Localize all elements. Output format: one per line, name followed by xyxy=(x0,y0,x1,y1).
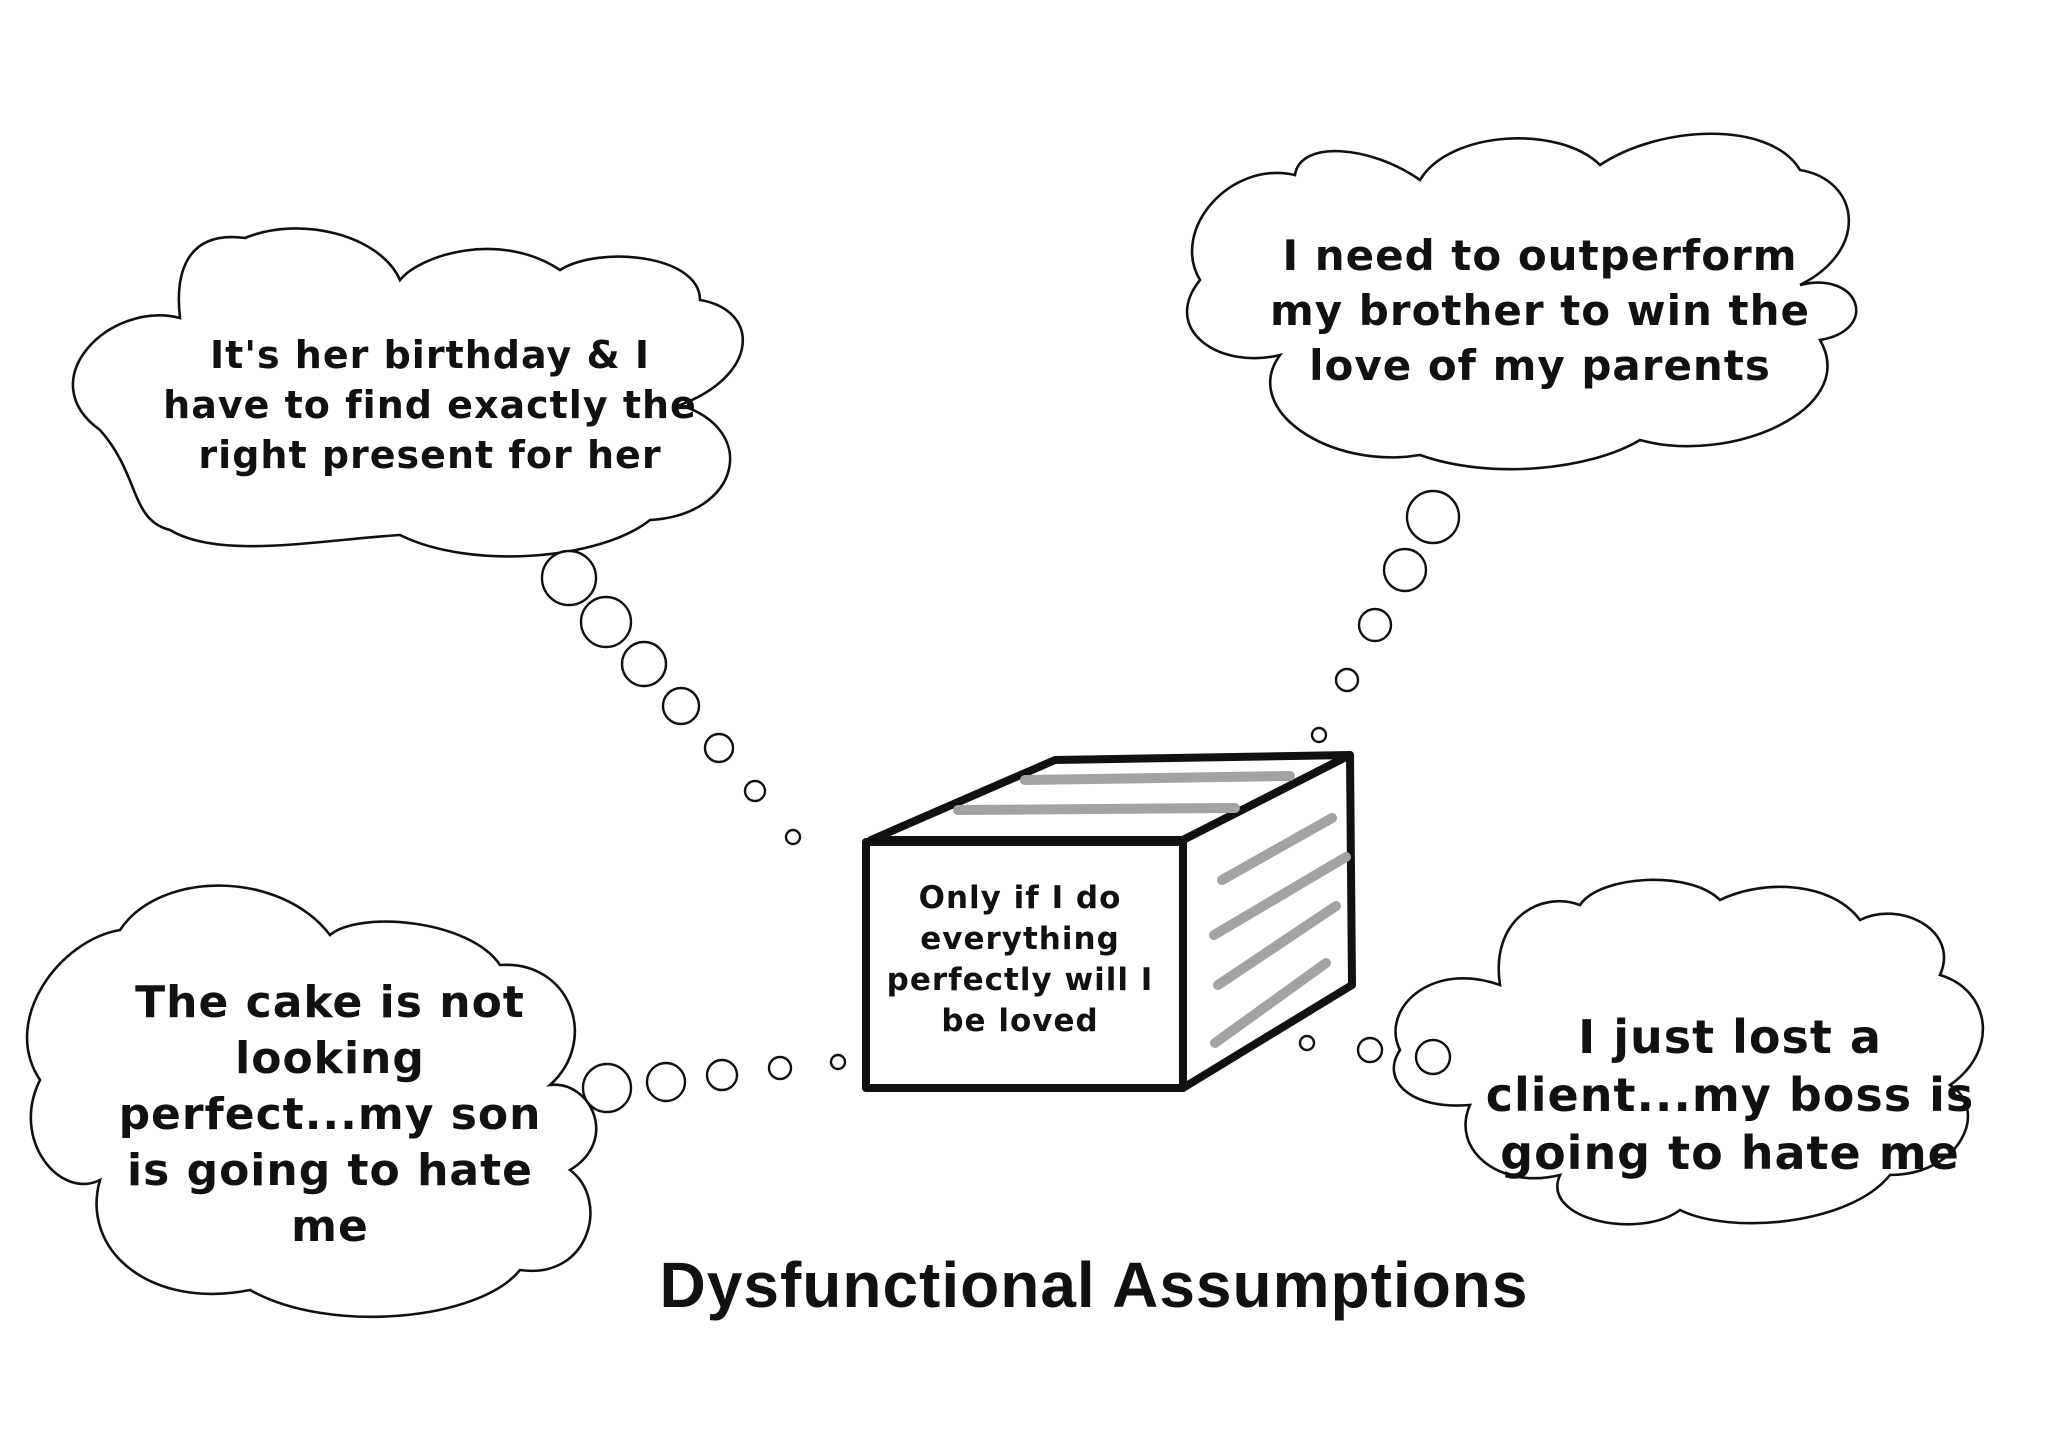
core-belief-cube xyxy=(862,751,1356,1092)
trail-bubble xyxy=(540,549,598,607)
trail-bubble xyxy=(661,686,701,726)
trail-bubble xyxy=(1382,547,1428,593)
trail-bubble xyxy=(743,779,767,803)
thought-cloud-client xyxy=(1392,878,1985,1226)
bubble-trail-client xyxy=(1298,1034,1452,1076)
trail-bubble xyxy=(703,732,735,764)
bubble-trail-cake xyxy=(581,1053,847,1114)
thought-cloud-cake xyxy=(25,884,598,1319)
trail-bubble xyxy=(784,828,802,846)
bubble-trail-brother xyxy=(1310,489,1461,744)
trail-bubble xyxy=(1310,726,1328,744)
trail-bubble xyxy=(1357,607,1393,643)
trail-bubble xyxy=(829,1053,847,1071)
page-title: Dysfunctional Assumptions xyxy=(659,1249,1529,1321)
thought-text-cake: The cake is not looking perfect...my son… xyxy=(118,977,542,1252)
thought-text-client: I just lost a client...my boss is going … xyxy=(1485,1010,1975,1180)
trail-bubble xyxy=(767,1055,793,1081)
trail-bubble xyxy=(1405,489,1461,545)
cube-front-face xyxy=(862,838,1187,1092)
trail-bubble xyxy=(620,640,668,688)
trail-bubble xyxy=(581,1062,633,1114)
bubble-trail-birthday xyxy=(540,549,802,846)
thought-cloud-birthday xyxy=(71,227,745,558)
trail-bubble xyxy=(1414,1038,1452,1076)
trail-bubble xyxy=(1334,667,1360,693)
trail-bubble xyxy=(705,1058,739,1092)
trail-bubble xyxy=(645,1061,687,1103)
trail-bubble xyxy=(579,595,633,649)
trail-bubble xyxy=(1356,1036,1384,1064)
core-belief-text: Only if I do everything perfectly will I… xyxy=(886,880,1154,1039)
thought-text-birthday: It's her birthday & I have to find exact… xyxy=(163,333,697,477)
thought-text-brother: I need to outperform my brother to win t… xyxy=(1270,230,1810,390)
thought-cloud-brother xyxy=(1185,132,1858,471)
trail-bubble xyxy=(1298,1034,1316,1052)
